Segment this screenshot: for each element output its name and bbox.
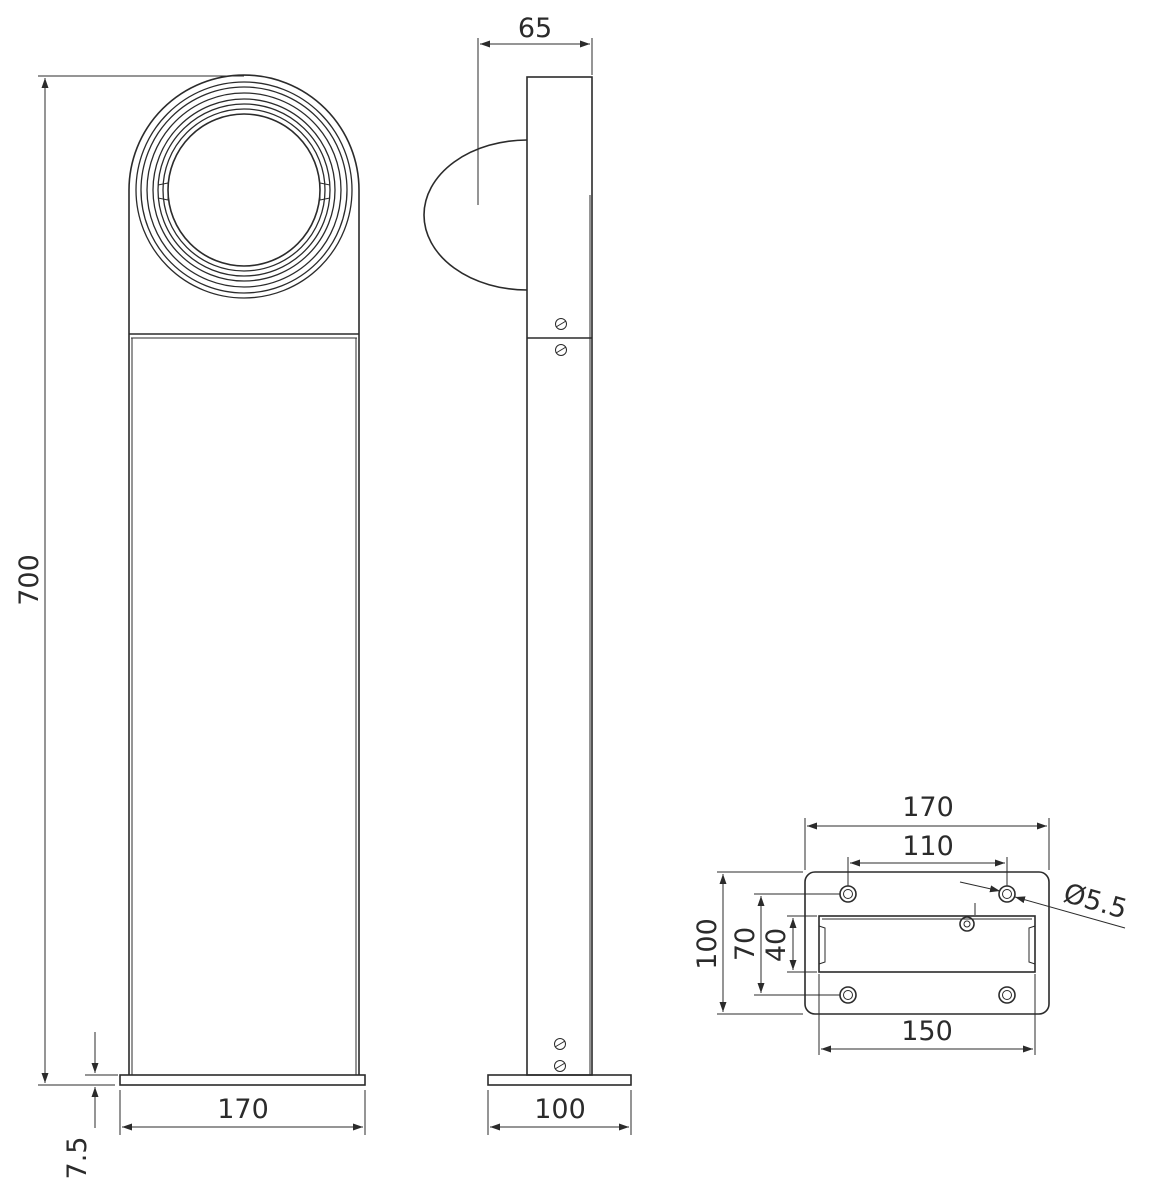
front-base-plate [119,1074,366,1086]
dim-side-base-width: 100 [534,1094,586,1125]
plate-hole-bottom-left [839,986,857,1004]
plate-hole-bottom-right [998,986,1016,1004]
plate-hole-top-left [839,885,857,903]
side-screw-base-lower [554,1060,566,1072]
dim-plate-hole-spacing-y: 70 [730,927,761,961]
dim-base-thickness: 7.5 [62,1137,93,1180]
dim-plate-inner-width: 150 [901,1016,953,1047]
dim-front-base-width: 170 [217,1094,269,1125]
side-base-plate [487,1074,632,1086]
plate-center-screw [959,903,976,932]
dim-plate-hole-spacing-x: 110 [902,831,954,862]
dim-side-depth: 65 [518,13,552,44]
side-body-outline [526,76,593,1076]
plate-outline [804,871,1050,1015]
dim-plate-slot-height: 40 [761,928,792,962]
plate-hole-top-right [998,885,1016,903]
side-view: 65 100 [423,13,632,1135]
dim-hole-diameter: Ø5.5 [1060,878,1130,925]
dim-plate-width: 170 [902,792,954,823]
dim-plate-height: 100 [692,918,723,970]
side-screw-upper [555,318,567,330]
plate-inner-slot [818,915,1036,973]
side-lens-dome [423,139,528,291]
base-plate-view: 170 110 150 100 70 40 Ø5.5 [692,792,1130,1055]
front-body-outline [128,74,360,1075]
side-screw-lower [555,344,567,356]
front-view: 700 170 7.5 [14,74,366,1180]
dim-front-height: 700 [14,554,45,606]
side-screw-base-upper [554,1038,566,1050]
